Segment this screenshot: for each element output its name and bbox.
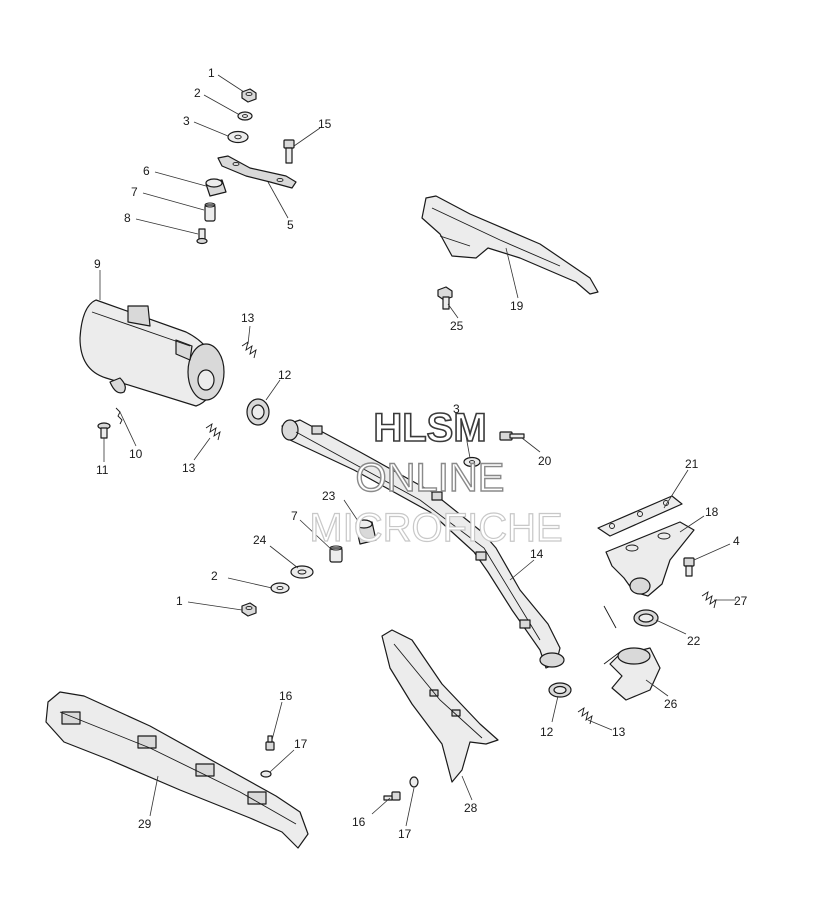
callout-5: 5 <box>287 218 294 232</box>
callout-21: 21 <box>685 457 699 471</box>
callout-4: 4 <box>733 534 740 548</box>
callout-1: 1 <box>176 594 183 608</box>
part-17-washer-a <box>260 770 272 778</box>
callout-16: 16 <box>279 689 293 703</box>
part-8-bolt <box>196 228 208 245</box>
part-12-gasket-a <box>246 398 270 426</box>
callout-3: 3 <box>183 114 190 128</box>
callout-2: 2 <box>211 569 218 583</box>
callout-7: 7 <box>291 509 298 523</box>
part-21-gasket <box>597 495 683 537</box>
part-13-spring-b <box>205 422 221 441</box>
part-16-bolt-b <box>383 791 401 801</box>
part-23-grommet <box>355 519 377 545</box>
part-12-gasket-b <box>548 682 572 698</box>
part-15-bolt <box>283 139 295 164</box>
callout-13: 13 <box>612 725 626 739</box>
watermark-line-1: HLSM <box>373 406 486 450</box>
part-11-bolt <box>97 422 111 439</box>
part-1-nut-top <box>241 88 257 103</box>
part-24-washer <box>290 565 314 579</box>
callout-2: 2 <box>194 86 201 100</box>
callout-20: 20 <box>538 454 552 468</box>
part-27-spring <box>701 590 717 609</box>
part-18-exhaust-manifold <box>605 521 695 597</box>
callout-10: 10 <box>129 447 143 461</box>
callout-22: 22 <box>687 634 701 648</box>
callout-3: 3 <box>453 402 460 416</box>
watermark-line-2: ONLINE <box>356 456 505 500</box>
part-2-washer-mid <box>270 582 290 594</box>
callout-25: 25 <box>450 319 464 333</box>
callout-17: 17 <box>398 827 412 841</box>
callout-11: 11 <box>96 463 109 477</box>
callout-29: 29 <box>138 817 152 831</box>
callout-labels: 1 2 3 15 6 7 8 5 9 13 12 10 11 13 3 20 2… <box>94 66 748 841</box>
part-5-bracket <box>217 155 297 189</box>
callout-6: 6 <box>143 164 150 178</box>
callout-24: 24 <box>253 533 267 547</box>
part-13-spring-c <box>577 706 593 725</box>
part-17-washer-b <box>409 776 419 788</box>
part-22-gasket <box>633 609 659 627</box>
part-1-nut-mid <box>241 602 257 617</box>
part-7-sleeve-top <box>204 202 216 222</box>
part-20-sensor-stud <box>499 431 525 441</box>
callout-12: 12 <box>278 368 292 382</box>
callout-9: 9 <box>94 257 101 271</box>
callout-12: 12 <box>540 725 554 739</box>
callout-14: 14 <box>530 547 544 561</box>
part-10-spring <box>115 407 123 425</box>
callout-27: 27 <box>734 594 748 608</box>
part-16-bolt-a <box>265 735 275 751</box>
part-3-washer-top <box>227 130 249 144</box>
callout-23: 23 <box>322 489 336 503</box>
part-4-bolt <box>683 557 695 577</box>
watermark-line-3: MICROFICHE <box>309 506 562 550</box>
callout-13: 13 <box>182 461 196 475</box>
part-29-heat-shield <box>45 691 309 849</box>
callout-26: 26 <box>664 697 678 711</box>
callout-28: 28 <box>464 801 478 815</box>
part-19-heat-shield <box>421 195 599 295</box>
part-28-heat-shield <box>381 629 499 783</box>
part-6-grommet <box>205 178 227 197</box>
callout-7: 7 <box>131 185 138 199</box>
part-2-washer-top <box>237 111 253 121</box>
callout-1: 1 <box>208 66 215 80</box>
callout-16: 16 <box>352 815 366 829</box>
part-3-washer-mid <box>463 456 481 468</box>
callout-15: 15 <box>318 117 332 131</box>
leader-lines <box>99 74 736 827</box>
callout-8: 8 <box>124 211 131 225</box>
callout-17: 17 <box>294 737 308 751</box>
part-9-muffler <box>79 299 225 407</box>
part-25-bolt <box>437 286 453 310</box>
watermark: HLSM ONLINE MICROFICHE <box>309 405 564 550</box>
callout-18: 18 <box>705 505 719 519</box>
part-14-exhaust-pipe <box>281 419 565 669</box>
callout-19: 19 <box>510 299 524 313</box>
part-26-elbow-pipe <box>603 605 661 701</box>
callout-13: 13 <box>241 311 255 325</box>
part-13-spring-a <box>241 340 257 359</box>
